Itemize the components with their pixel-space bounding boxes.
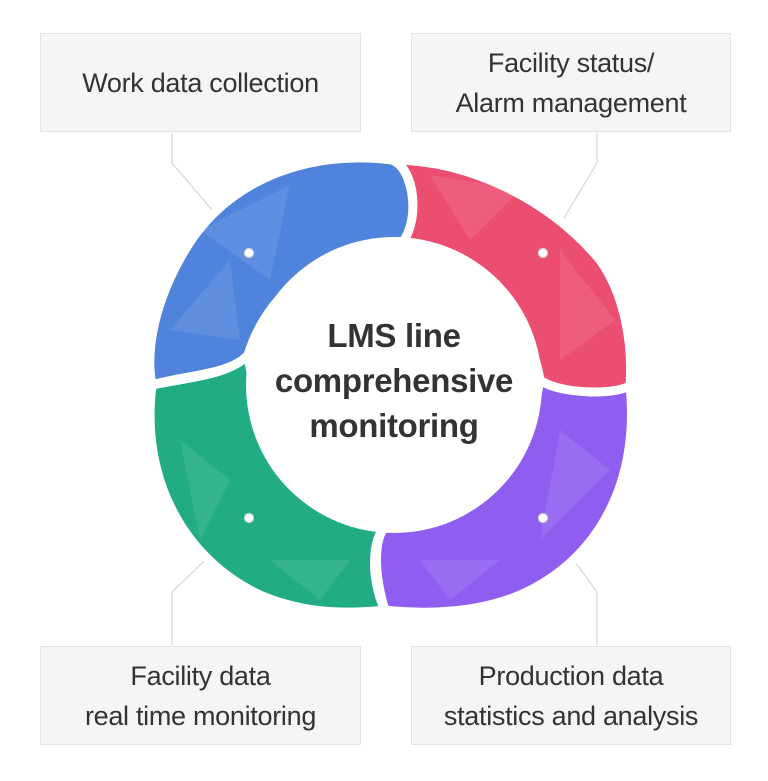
label-text: Alarm management xyxy=(455,87,687,118)
center-title-line: LMS line xyxy=(327,317,461,354)
label-text: Production data xyxy=(478,660,664,691)
label-text: statistics and analysis xyxy=(443,700,699,731)
label-text: Facility data xyxy=(130,660,271,691)
label-production-data: Production data statistics and analysis xyxy=(411,646,731,745)
label-text: real time monitoring xyxy=(84,700,317,731)
label-work-data-collection: Work data collection xyxy=(40,33,361,132)
connector-dots xyxy=(243,247,549,524)
dot-top-left xyxy=(243,247,255,259)
label-text: Work data collection xyxy=(82,67,319,98)
label-facility-data: Facility data real time monitoring xyxy=(40,646,361,745)
label-facility-status: Facility status/ Alarm management xyxy=(411,33,731,132)
dot-bottom-left xyxy=(243,512,255,524)
dot-top-right xyxy=(537,247,549,259)
label-text: Facility status/ xyxy=(487,47,655,78)
segment-facility-data xyxy=(145,350,397,617)
center-title: LMS line comprehensive monitoring xyxy=(254,313,534,448)
center-title-line: comprehensive xyxy=(274,362,514,399)
center-title-line: monitoring xyxy=(309,407,479,444)
segment-texture xyxy=(170,175,615,600)
center-disc xyxy=(246,237,542,533)
dot-bottom-right xyxy=(537,512,549,524)
